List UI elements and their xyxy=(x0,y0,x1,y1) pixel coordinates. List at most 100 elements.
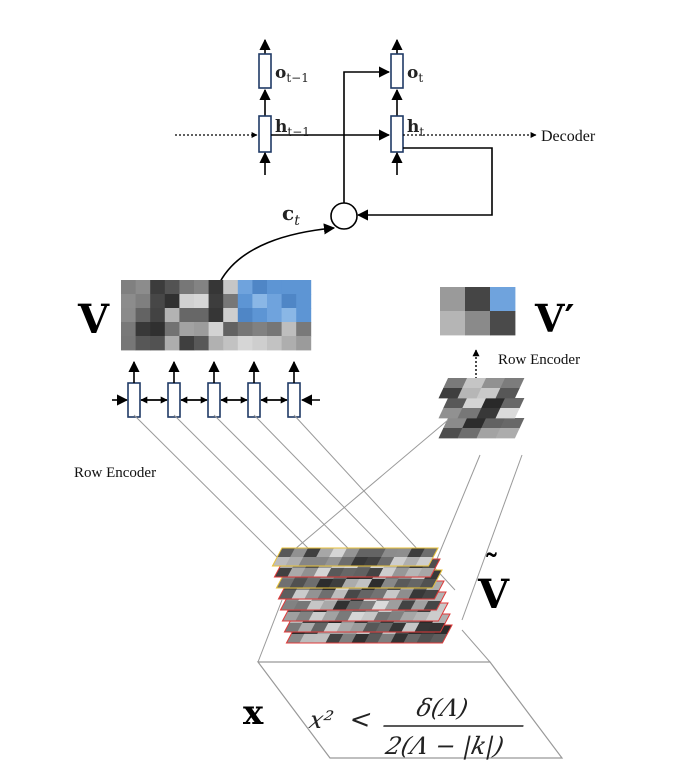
small-map-layer xyxy=(438,378,525,399)
v-prime-cell xyxy=(465,287,491,312)
cnn-map-cell xyxy=(298,557,317,567)
cnn-map-cell xyxy=(289,579,308,589)
v-cell xyxy=(267,308,282,323)
cnn-map-cell xyxy=(313,568,332,578)
cnn-map-cell xyxy=(352,568,371,578)
v-cell xyxy=(252,336,268,351)
cnn-map-cell xyxy=(310,623,329,633)
input-image: x x² < δ(Λ) 2(Λ − |k|) xyxy=(243,661,564,761)
small-map-cell xyxy=(462,398,487,409)
v-cell xyxy=(179,294,195,309)
v-cell xyxy=(296,336,312,351)
cnn-map-cell xyxy=(328,579,347,589)
v-prime-cell xyxy=(465,311,491,336)
row-encoder-cell xyxy=(167,382,181,418)
cnn-map-cell xyxy=(323,623,342,633)
v-cell xyxy=(179,322,195,337)
cnn-map-cell xyxy=(290,548,309,558)
cnn-map-cell xyxy=(349,623,368,633)
x-label: x xyxy=(243,693,264,733)
cnn-map-border xyxy=(271,547,439,567)
cnn-map-cell xyxy=(282,612,301,622)
small-map-cell xyxy=(438,428,463,439)
small-map-cell xyxy=(495,408,520,419)
cnn-map-cell xyxy=(295,612,314,622)
v-cell xyxy=(267,322,282,337)
v-cell xyxy=(237,294,253,309)
cnn-map-cell xyxy=(388,623,407,633)
v-cell xyxy=(296,294,312,309)
cnn-map-cell xyxy=(401,623,420,633)
cnn-map-cell xyxy=(391,568,410,578)
v-cell xyxy=(150,322,166,337)
small-map-cell xyxy=(481,418,506,429)
cnn-map-cell xyxy=(286,634,305,644)
cnn-map-cell xyxy=(364,634,383,644)
v-cell xyxy=(194,308,209,323)
v-cell xyxy=(150,336,166,351)
v-cell xyxy=(296,308,312,323)
cnn-map-cell xyxy=(390,634,409,644)
cnn-map-cell xyxy=(300,568,319,578)
cnn-map-cell xyxy=(329,548,348,558)
cnn-map-cell xyxy=(343,590,362,600)
v-cell xyxy=(281,294,297,309)
cnn-map-cell xyxy=(368,548,387,558)
cnn-map-cell xyxy=(276,579,295,589)
row-encoder-right-label: Row Encoder xyxy=(498,352,580,368)
attention-node xyxy=(330,202,358,230)
v-cell xyxy=(121,336,136,351)
v-cell xyxy=(135,294,151,309)
cnn-map-cell xyxy=(297,623,316,633)
cnn-map-cell xyxy=(416,634,435,644)
cnn-map-cell xyxy=(360,612,379,622)
small-map-cell xyxy=(443,378,468,389)
v-cell xyxy=(223,294,239,309)
cnn-map-cell xyxy=(325,634,344,644)
cnn-map-cell xyxy=(355,548,374,558)
v-cell xyxy=(164,308,180,323)
cnn-map-cell xyxy=(384,601,403,611)
v-cell xyxy=(296,280,312,295)
cnn-map-cell xyxy=(381,548,400,558)
row-encoder-cell xyxy=(207,382,221,418)
v-cell xyxy=(208,322,224,337)
v-cell xyxy=(237,280,253,295)
cnn-map-cell xyxy=(369,590,388,600)
cnn-map-cell xyxy=(339,568,358,578)
v-cell xyxy=(252,280,268,295)
v-cell xyxy=(135,280,151,295)
v-cell xyxy=(164,280,180,295)
cnn-map-cell xyxy=(403,634,422,644)
cnn-map-cell xyxy=(319,601,338,611)
v-cell xyxy=(194,336,209,351)
cnn-map-cell xyxy=(373,612,392,622)
cnn-map-cell xyxy=(404,568,423,578)
cnn-map-cell xyxy=(376,557,395,567)
v-cell xyxy=(121,280,136,295)
cnn-map-cell xyxy=(304,590,323,600)
v-cell xyxy=(179,336,195,351)
v-cell xyxy=(223,308,239,323)
cnn-map-cell xyxy=(302,579,321,589)
row-encoder-left-label: Row Encoder xyxy=(74,465,156,481)
cnn-map-cell xyxy=(324,557,343,567)
v-cell xyxy=(223,280,239,295)
cnn-map-cell xyxy=(406,579,425,589)
cnn-map-cell xyxy=(312,634,331,644)
small-map-cell xyxy=(462,378,487,389)
small-map-cell xyxy=(457,428,482,439)
cnn-map-cell xyxy=(402,557,421,567)
cnn-map-cell xyxy=(386,612,405,622)
cnn-map-cell xyxy=(316,548,335,558)
cnn-map-cell xyxy=(308,612,327,622)
row-encoder-cell xyxy=(287,382,301,418)
cnn-map-cell xyxy=(291,590,310,600)
small-map-cell xyxy=(500,378,525,389)
v-cell xyxy=(267,294,282,309)
cnn-map-cell xyxy=(382,590,401,600)
v-cell xyxy=(164,336,180,351)
small-map-cell xyxy=(495,428,520,439)
cnn-map-cell xyxy=(389,557,408,567)
cnn-map-cell xyxy=(358,601,377,611)
